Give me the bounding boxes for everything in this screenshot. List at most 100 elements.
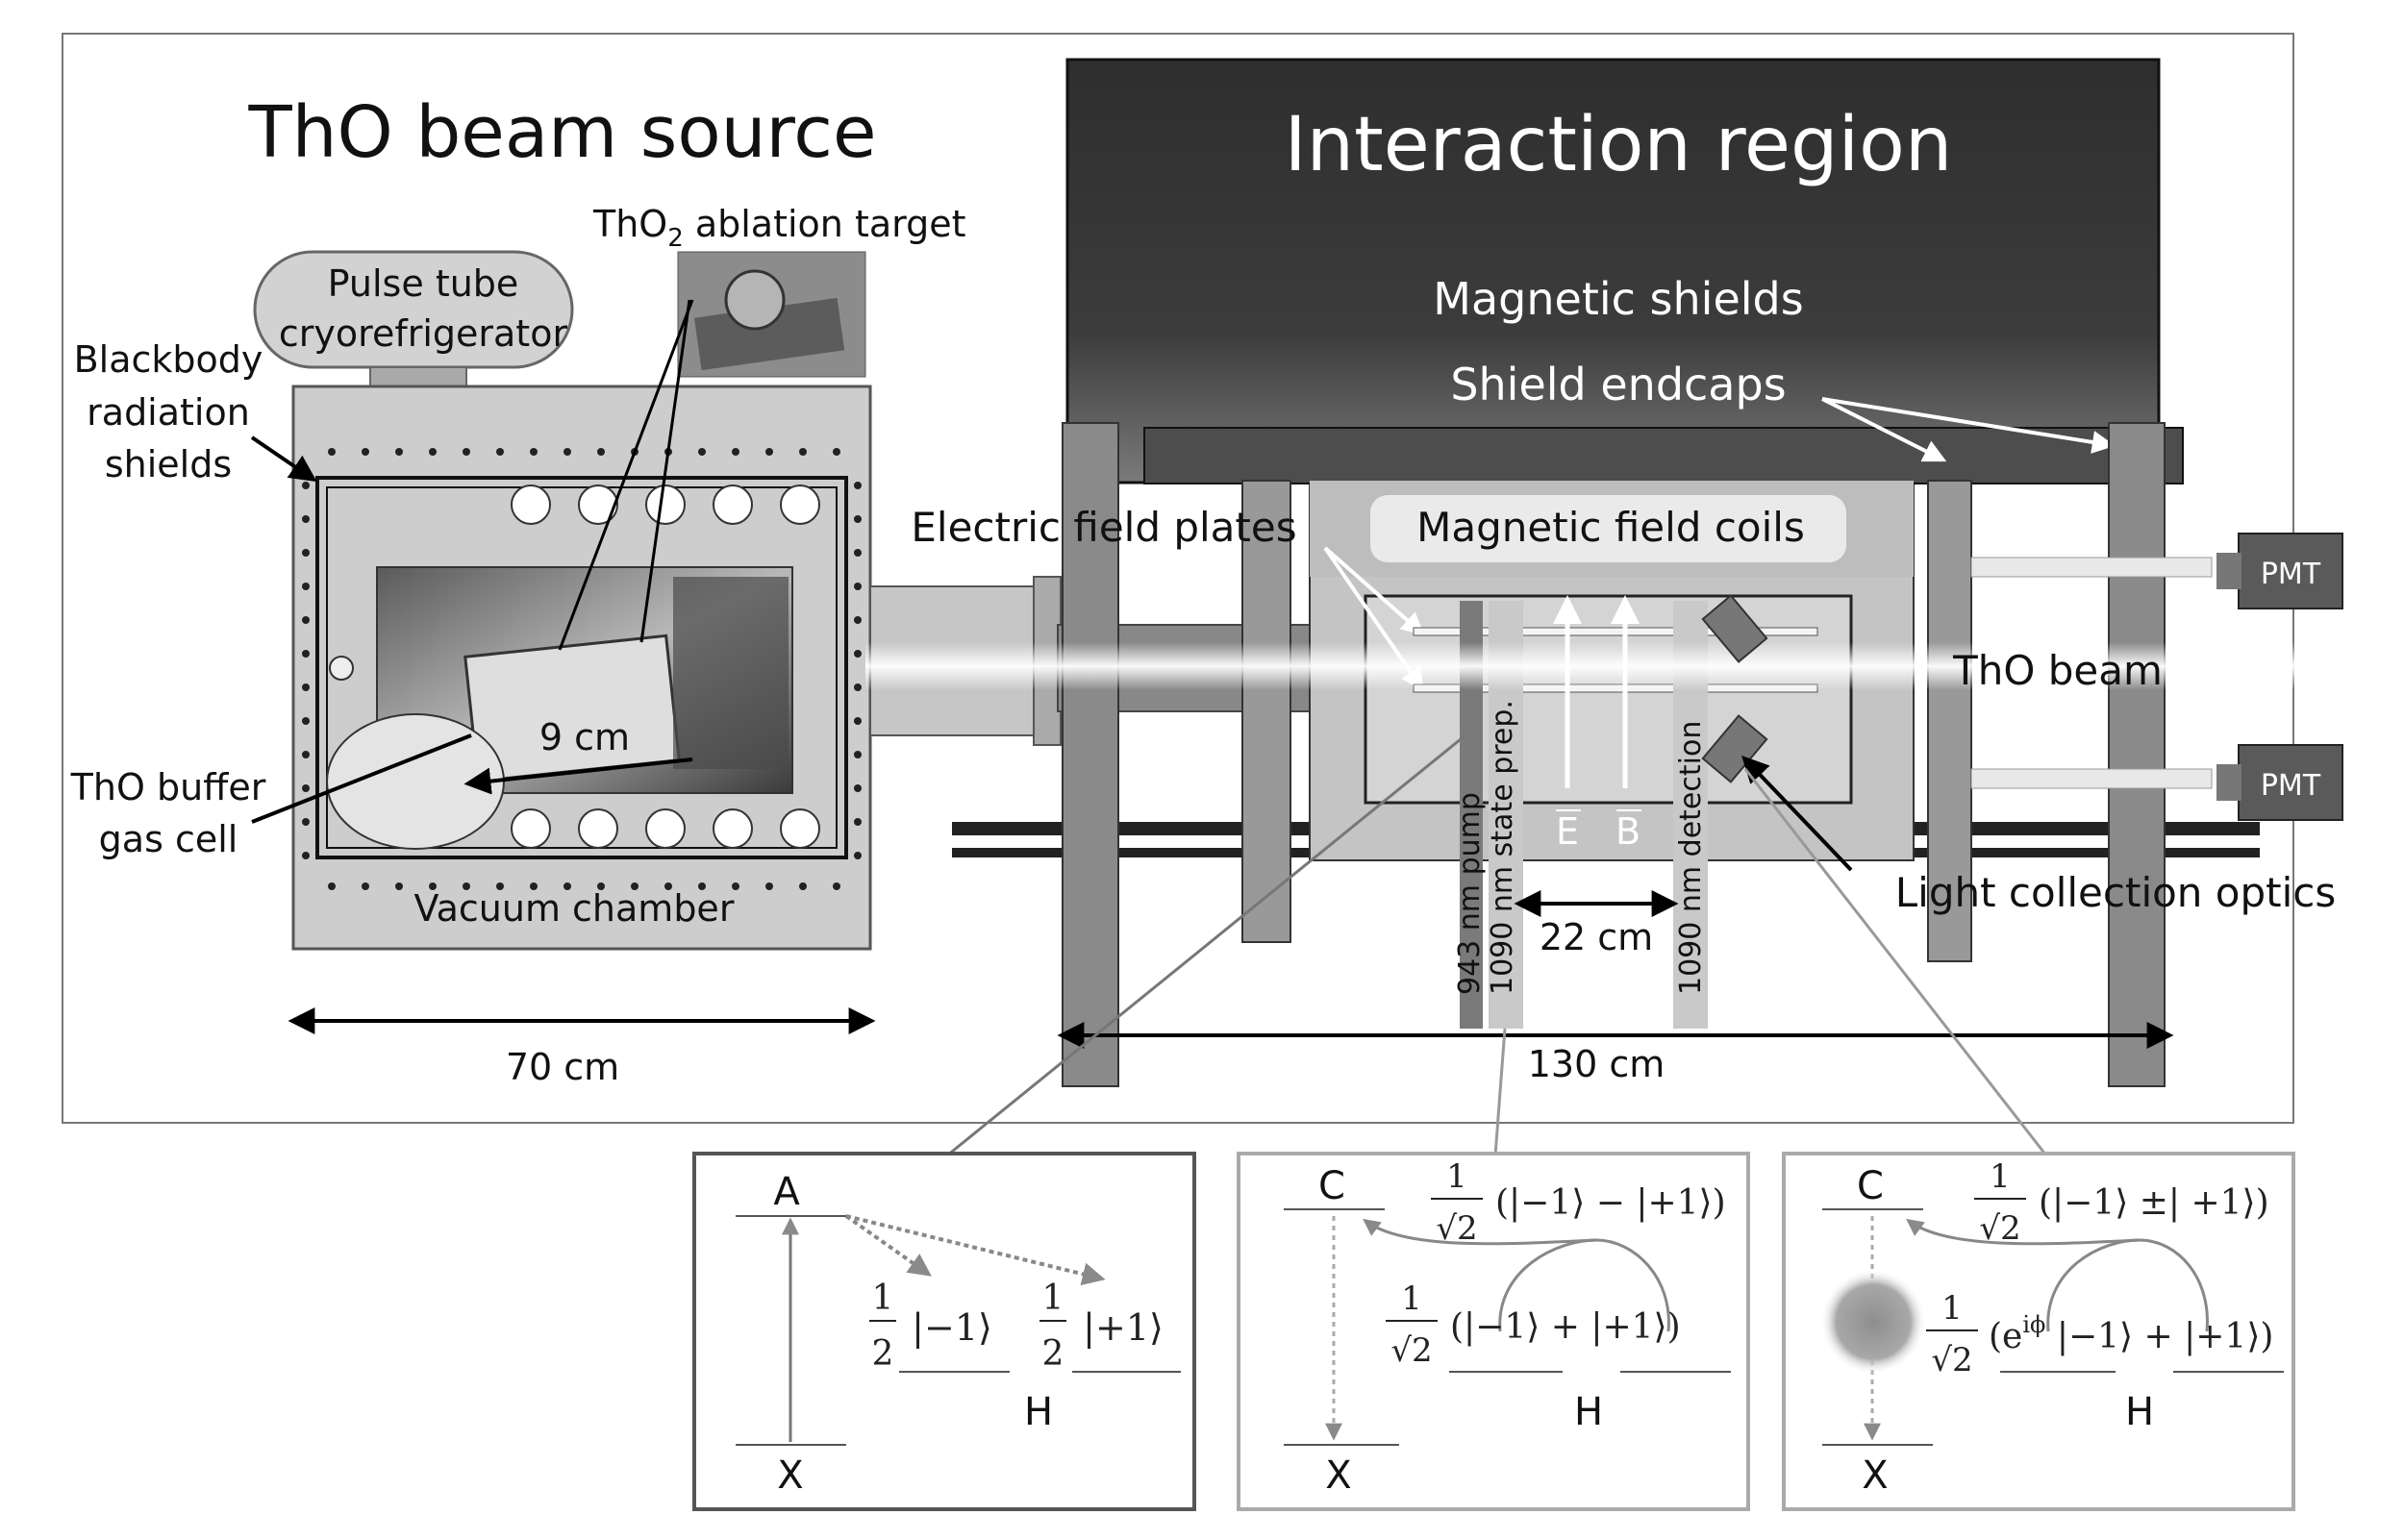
tho-beam <box>865 642 2337 690</box>
light-guide-bottom <box>1970 768 2213 789</box>
length-label: 130 cm <box>1528 1043 1665 1085</box>
chamber-bolt <box>854 751 862 758</box>
chamber-bolt <box>698 882 706 890</box>
frame-post-3 <box>1927 480 1972 962</box>
radiation-shield-outer <box>315 476 848 859</box>
chamber-port <box>645 808 686 849</box>
chamber-bolt <box>302 784 310 792</box>
laser-detect-label: 1090 nm detection <box>1674 721 1708 995</box>
panel-pump: A X H 1 2 |−1⟩ 1 2 |+1⟩ <box>692 1152 1196 1511</box>
p2-level-c-label: C <box>1318 1164 1345 1208</box>
chamber-bolt <box>302 717 310 725</box>
chamber-port <box>780 484 820 525</box>
p2-h-frac-num: 1 <box>1401 1279 1422 1318</box>
p3-h-state: (eiϕ |−1⟩ + |+1⟩) <box>1989 1311 2273 1356</box>
frac-num-2: 1 <box>1042 1279 1064 1318</box>
p3-detect-arrow <box>1906 1218 2141 1246</box>
chamber-port <box>713 808 753 849</box>
chamber-bolt <box>362 882 369 890</box>
frame-post-2 <box>1241 480 1291 943</box>
chamber-bolt <box>799 448 807 456</box>
p3-c-frac-den: √2 <box>1979 1209 2020 1248</box>
chamber-port <box>578 484 618 525</box>
endcap-pointer-1 <box>1821 397 1947 462</box>
chamber-port <box>511 484 551 525</box>
panel-pump-frame <box>692 1152 1196 1511</box>
blackbody-pointer <box>250 435 317 483</box>
chamber-bolt <box>302 616 310 624</box>
laser-pump-label: 943 nm pump <box>1453 792 1487 995</box>
chamber-bolt <box>429 882 437 890</box>
ket-minus: |−1⟩ <box>912 1306 992 1349</box>
level-x-label: X <box>777 1453 803 1498</box>
buffer-cell-label-1: ThO buffer <box>70 766 266 808</box>
magnetic-shield-box <box>1065 58 2161 484</box>
panel-prep-frame <box>1237 1152 1750 1511</box>
pmt-top-label: PMT <box>2261 558 2321 591</box>
chamber-bolt <box>732 448 739 456</box>
chamber-bolt <box>765 882 773 890</box>
chamber-bolt <box>563 448 571 456</box>
pulse-tube-label-1: Pulse tube <box>328 262 519 305</box>
p2-prep-arrow <box>1363 1218 1597 1246</box>
callout-prep <box>1493 1028 1507 1156</box>
source-title: ThO beam source <box>247 91 876 174</box>
callout-pump <box>946 729 1472 1157</box>
chamber-bolt <box>698 448 706 456</box>
interaction-title: Interaction region <box>1285 102 1953 188</box>
ablation-pointer-1 <box>558 299 694 651</box>
chamber-bolt <box>854 784 862 792</box>
radiation-shield-inner <box>326 486 838 849</box>
frac-den-2: 2 <box>1042 1334 1064 1374</box>
spacing-label: 22 cm <box>1540 916 1653 958</box>
chamber-bolt <box>463 448 470 456</box>
p3-h-frac-num: 1 <box>1941 1289 1963 1328</box>
chamber-bolt <box>854 482 862 489</box>
cell-length-label: 9 cm <box>539 716 630 758</box>
chamber-bolt <box>854 683 862 691</box>
chamber-bolt <box>302 650 310 658</box>
shield-endcaps-label: Shield endcaps <box>1450 359 1786 410</box>
chamber-bolt <box>362 448 369 456</box>
frac-num-1: 1 <box>872 1279 894 1318</box>
p2-level-x-label: X <box>1325 1453 1351 1498</box>
shield-endcap-band <box>1143 427 2184 484</box>
chamber-bolt <box>732 882 739 890</box>
chamber-port <box>780 808 820 849</box>
chamber-bolt <box>302 583 310 590</box>
p3-c-frac-num: 1 <box>1990 1157 2011 1196</box>
blackbody-label-2: radiation <box>87 391 250 434</box>
p2-c-state: (|−1⟩ − |+1⟩) <box>1495 1183 1726 1223</box>
pmt-bottom-neck <box>2216 764 2241 801</box>
chamber-bolt <box>463 882 470 890</box>
chamber-bolt <box>597 882 605 890</box>
field-b-label: B <box>1615 810 1640 853</box>
beam-source: ThO beam source Pulse tube cryorefrigera… <box>70 91 966 1088</box>
blackbody-label-1: Blackbody <box>74 338 263 381</box>
chamber-bolt <box>563 882 571 890</box>
chamber-bolt <box>395 882 403 890</box>
field-e-label: E <box>1556 810 1579 853</box>
chamber-bolt <box>854 549 862 557</box>
plate-pointer-1 <box>1323 546 1425 636</box>
chamber-bolt <box>664 882 672 890</box>
electric-plates-label: Electric field plates <box>911 504 1296 551</box>
level-a-label: A <box>773 1170 800 1214</box>
chamber-ports <box>511 484 820 849</box>
p3-fluorescence-blob <box>1820 1269 1926 1375</box>
buffer-cell-pointer <box>251 733 472 824</box>
chamber-bolt <box>302 751 310 758</box>
optics-pointer <box>1741 755 1853 872</box>
buffer-cell-label-2: gas cell <box>99 818 238 860</box>
chamber-bolt <box>302 482 310 489</box>
vacuum-chamber-label: Vacuum chamber <box>414 887 735 930</box>
ablation-target-label: ThO2 ablation target <box>592 203 966 253</box>
chamber-bolt <box>302 515 310 523</box>
p3-level-c-label: C <box>1857 1164 1884 1208</box>
pulse-tube-label-2: cryorefrigerator <box>279 312 568 355</box>
chamber-bolt <box>496 448 504 456</box>
panel-detection: C X H 1 √2 (|−1⟩ ±| +1⟩) 1 √2 (eiϕ |−1⟩ … <box>1782 1152 2295 1511</box>
interaction-region: Interaction region Magnetic shields Shie… <box>865 58 2343 1087</box>
chamber-bolt <box>328 882 336 890</box>
